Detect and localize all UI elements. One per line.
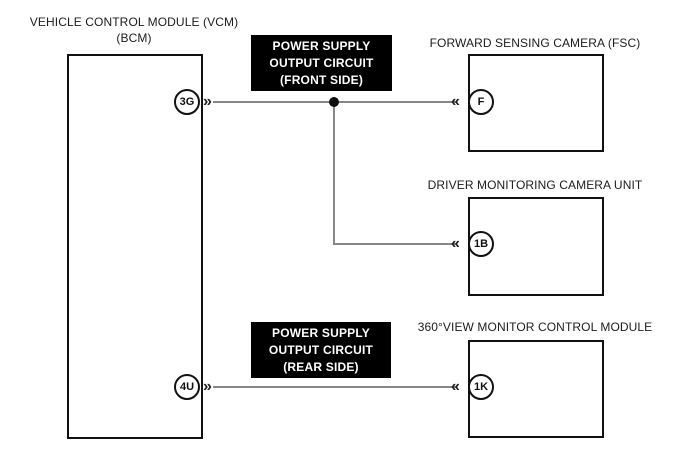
rear-circuit-label-line3: (REAR SIDE) [283,359,359,374]
front-circuit-label-line3: (FRONT SIDE) [279,72,364,87]
front-circuit-label-line2: OUTPUT CIRCUIT [269,55,374,70]
front-circuit-label: POWER SUPPLY OUTPUT CIRCUIT (FRONT SIDE) [251,35,392,91]
fsc-label: FORWARD SENSING CAMERA (FSC) [429,36,641,50]
front-circuit-label-line1: POWER SUPPLY [272,38,371,53]
dmcu-label: DRIVER MONITORING CAMERA UNIT [427,178,643,192]
svm-label: 360°VIEW MONITOR CONTROL MODULE [417,320,653,334]
dmcu-pin-1b: 1B [468,231,494,257]
vcm-label-line1: VEHICLE CONTROL MODULE (VCM) [29,15,239,29]
vcm-label-line2: (BCM) [116,31,152,45]
rear-supply-wire [213,386,457,388]
chevron-out-3g-icon: » [203,93,212,110]
svm-pin-1k: 1K [468,374,494,400]
chevron-in-f-icon: « [451,93,460,110]
chevron-in-1b-icon: « [451,235,460,252]
chevron-in-1k-icon: « [451,378,460,395]
vcm-box [67,54,203,439]
branch-drop-wire [333,101,335,244]
vcm-pin-3g: 3G [174,89,200,115]
wire-junction-dot [329,97,339,107]
chevron-out-4u-icon: » [203,378,212,395]
vcm-pin-4u: 4U [174,374,200,400]
rear-circuit-label-line1: POWER SUPPLY [272,325,370,340]
fsc-pin-f: F [468,89,494,115]
rear-circuit-label: POWER SUPPLY OUTPUT CIRCUIT (REAR SIDE) [251,322,391,378]
rear-circuit-label-line2: OUTPUT CIRCUIT [268,342,374,357]
dmcu-branch-wire [333,243,457,245]
